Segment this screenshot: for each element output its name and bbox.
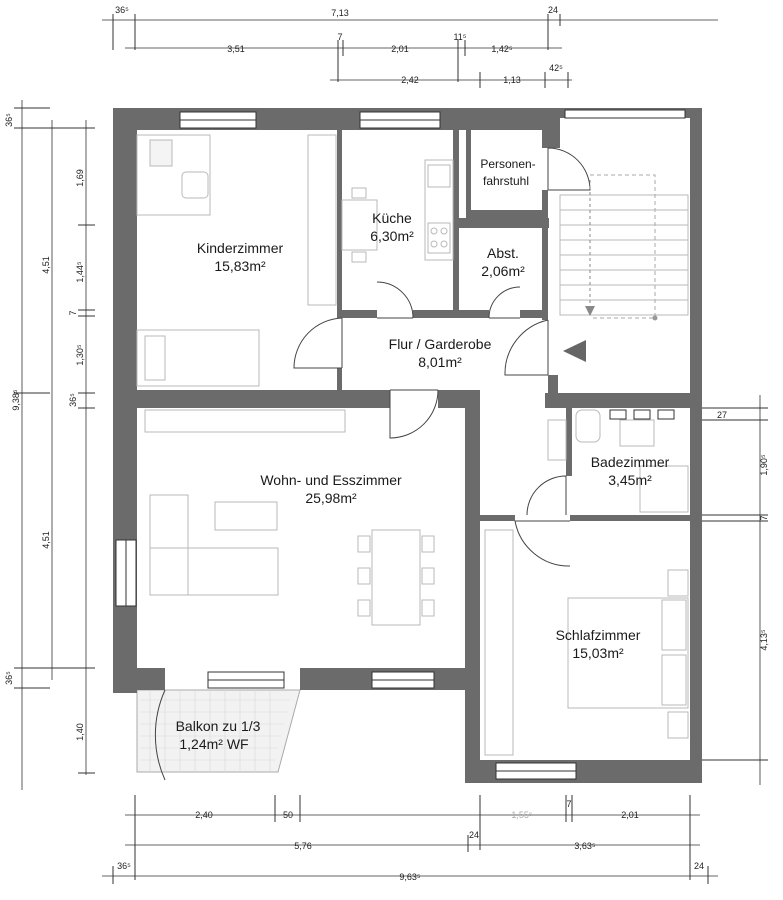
schlafzimmer-area: 15,03m² xyxy=(572,645,624,661)
dim-bottom-9: 36⁵ xyxy=(117,861,131,871)
kinderzimmer-name: Kinderzimmer xyxy=(197,240,284,256)
entrance-arrow-icon xyxy=(563,340,586,362)
door-balcony xyxy=(154,689,166,781)
door-bedroom xyxy=(514,520,571,567)
dim-top-4: 3,51 xyxy=(227,44,245,54)
dim-left-9: 1,30⁵ xyxy=(75,344,85,366)
dim-top-7: 11⁵ xyxy=(453,32,466,42)
dim-left-4: 4,51 xyxy=(41,256,51,274)
furniture-bad xyxy=(547,409,689,513)
dimension-lines-bottom: 2,40 50 1,55⁵ 7 2,01 5,76 24 3,63⁵ 36⁵ 9… xyxy=(102,795,718,884)
wohnzimmer-name: Wohn- und Esszimmer xyxy=(260,472,402,488)
dim-bottom-3: 1,55⁵ xyxy=(511,810,533,820)
abst-area: 2,06m² xyxy=(481,263,525,279)
room-labels: Kinderzimmer 15,83m² Küche 6,30m² Person… xyxy=(176,157,670,752)
fahrstuhl-name-1: Personen- xyxy=(480,157,535,171)
door-stair xyxy=(504,319,549,376)
schlafzimmer-name: Schlafzimmer xyxy=(556,627,641,643)
furniture-kueche xyxy=(341,159,454,263)
door-kitchen xyxy=(376,281,414,319)
flur-name: Flur / Garderobe xyxy=(389,336,492,352)
dim-left-10: 36⁵ xyxy=(68,393,78,407)
doors xyxy=(154,147,591,781)
dim-right-4: 4,13⁵ xyxy=(759,629,769,651)
dim-bottom-2: 50 xyxy=(283,810,293,820)
balkon-area: 1,24m² WF xyxy=(179,736,248,752)
fahrstuhl-name-2: fahrstuhl xyxy=(483,174,529,188)
windows xyxy=(115,109,686,780)
wohnzimmer-area: 25,98m² xyxy=(305,490,357,506)
dim-right-1: 27 xyxy=(717,410,727,420)
dim-bottom-4: 7 xyxy=(566,799,571,809)
abst-name: Abst. xyxy=(487,245,519,261)
dim-bottom-5: 2,01 xyxy=(621,810,639,820)
dim-left-11: 1,40 xyxy=(75,723,85,741)
badezimmer-name: Badezimmer xyxy=(591,454,670,470)
dim-left-6: 1,69 xyxy=(75,169,85,187)
dim-right-2: 1,90⁵ xyxy=(759,454,769,476)
badezimmer-area: 3,45m² xyxy=(608,472,652,488)
dim-top-11: 42⁵ xyxy=(549,63,563,73)
kinderzimmer-area: 15,83m² xyxy=(214,258,266,274)
dim-bottom-8: 3,63⁵ xyxy=(574,841,596,851)
balcony xyxy=(136,689,301,773)
dim-top-2: 7,13 xyxy=(331,8,349,18)
dim-top-1: 36⁵ xyxy=(115,5,129,15)
balkon-name: Balkon zu 1/3 xyxy=(176,718,261,734)
dim-top-6: 2,01 xyxy=(391,44,409,54)
dim-left-7: 1,44⁵ xyxy=(75,261,85,283)
dim-left-2: 9,38⁵ xyxy=(11,389,21,411)
dimension-lines-top: 36⁵ 7,13 24 3,51 7 2,01 11⁵ 1,42⁵ 2,42 1… xyxy=(102,5,718,88)
door-abst xyxy=(488,286,521,319)
dimension-lines-left: 36⁵ 9,38⁵ 36⁵ 4,51 4,51 1,69 1,44⁵ 7 1,3… xyxy=(4,100,95,790)
dim-bottom-7: 24 xyxy=(469,830,479,840)
dim-top-3: 24 xyxy=(548,5,558,15)
dim-bottom-1: 2,40 xyxy=(195,810,213,820)
window-stair xyxy=(564,109,686,119)
dim-top-10: 1,13 xyxy=(503,75,521,85)
kueche-name: Küche xyxy=(372,210,412,226)
furniture-kinderzimmer xyxy=(136,134,337,387)
dim-left-8: 7 xyxy=(68,310,78,315)
furniture-wohnzimmer xyxy=(144,409,435,626)
furniture-schlafzimmer xyxy=(484,529,689,756)
dim-bottom-6: 5,76 xyxy=(294,841,312,851)
door-living xyxy=(389,389,439,439)
door-bath xyxy=(526,475,567,516)
door-elevator xyxy=(547,147,591,191)
kueche-area: 6,30m² xyxy=(370,228,414,244)
dim-left-1: 36⁵ xyxy=(4,113,14,127)
dim-right-3: 7 xyxy=(759,515,769,520)
dimension-lines-right: 27 1,90⁵ 7 4,13⁵ xyxy=(700,395,769,785)
dim-bottom-10: 9,63⁵ xyxy=(399,872,421,882)
staircase xyxy=(559,174,689,362)
stair-arrow-down-icon xyxy=(585,306,595,316)
dim-left-3: 36⁵ xyxy=(4,671,14,685)
door-flur-left xyxy=(293,317,343,369)
dim-left-5: 4,51 xyxy=(41,531,51,549)
flur-area: 8,01m² xyxy=(418,354,462,370)
dim-bottom-11: 24 xyxy=(694,861,704,871)
dim-top-9: 2,42 xyxy=(401,75,419,85)
dim-top-5: 7 xyxy=(337,32,342,42)
dim-top-8: 1,42⁵ xyxy=(491,44,513,54)
